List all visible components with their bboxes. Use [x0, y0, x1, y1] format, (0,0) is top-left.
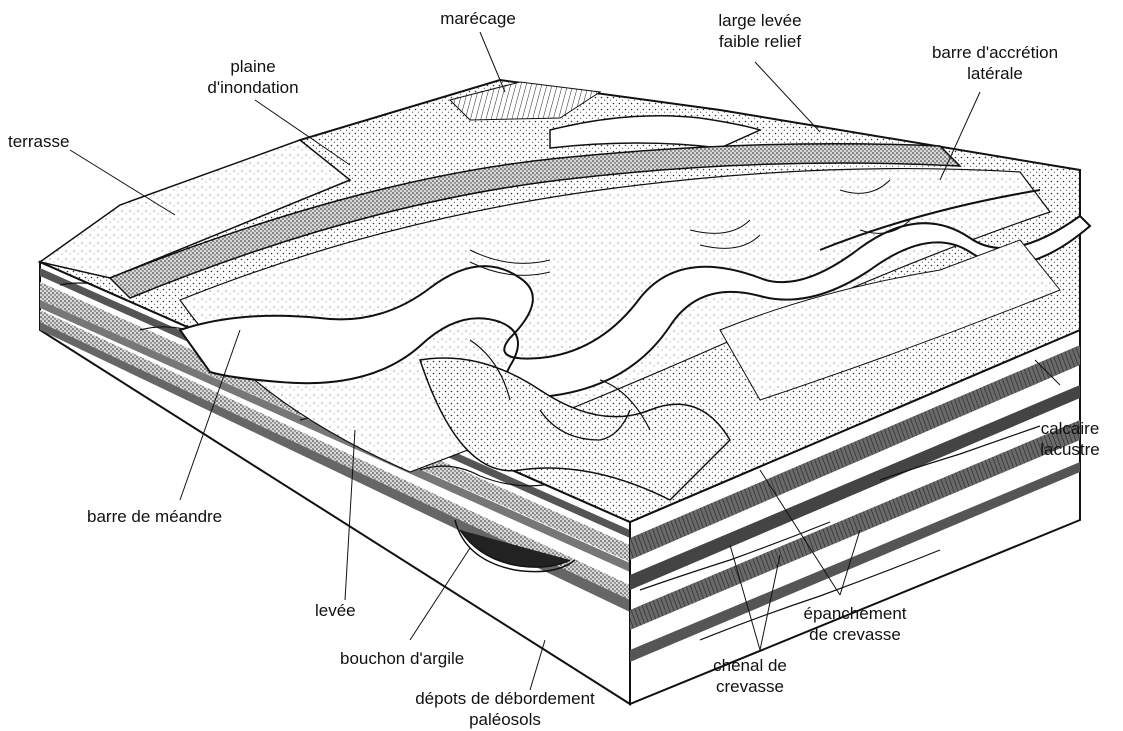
label-bouchon-argile: bouchon d'argile: [340, 648, 464, 669]
label-terrasse: terrasse: [8, 131, 69, 152]
label-marecage: marécage: [413, 8, 543, 29]
label-barre-meandre: barre de méandre: [87, 506, 222, 527]
label-levee: levée: [315, 600, 356, 621]
